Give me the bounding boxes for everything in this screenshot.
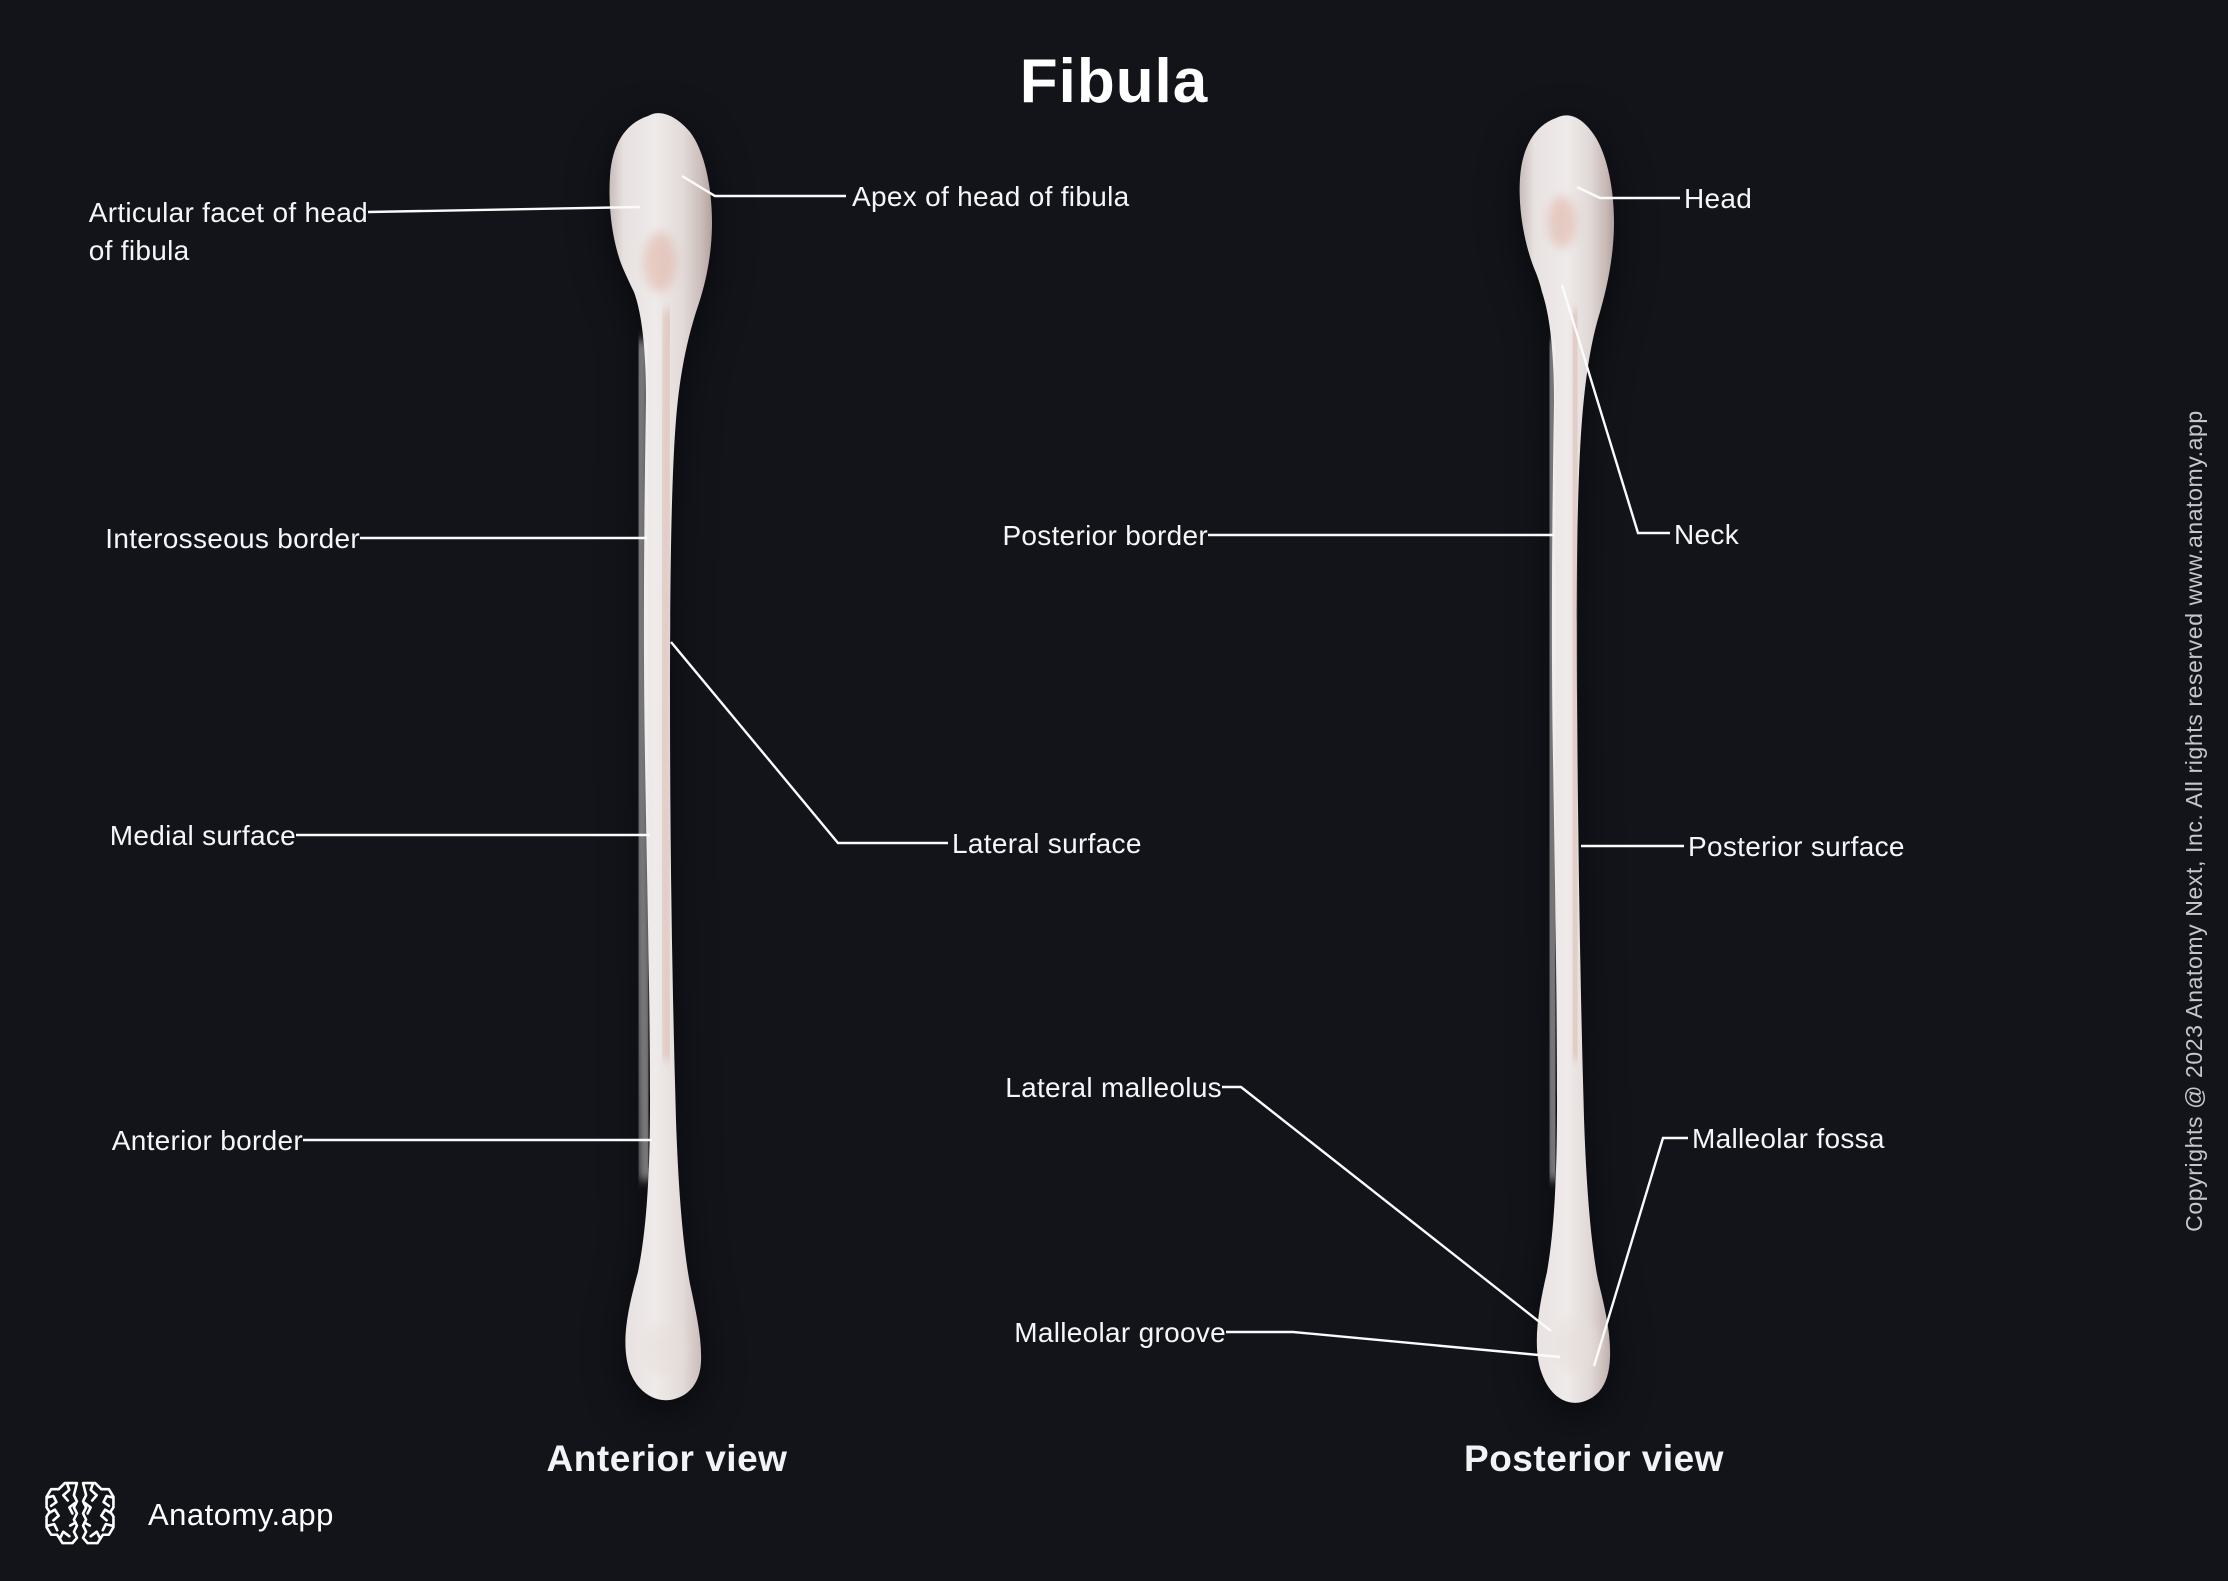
leader-line-articular-facet: [367, 205, 641, 214]
caption-posterior-view: Posterior view: [1464, 1438, 1724, 1479]
label-malleolar-groove: Malleolar groove: [1014, 1317, 1226, 1348]
label-neck: Neck: [1674, 519, 1739, 550]
label-anterior-border: Anterior border: [111, 1125, 303, 1156]
leader-line-neck: [1560, 284, 1670, 535]
caption-anterior-view: Anterior view: [546, 1438, 788, 1479]
posterior-fibula-bone: [1519, 115, 1614, 1403]
label-lateral-surface: Lateral surface: [952, 828, 1142, 859]
label-malleolar-fossa: Malleolar fossa: [1692, 1123, 1885, 1154]
leader-line-head: [1576, 185, 1680, 200]
leader-line-malleolar-groove: [1226, 1330, 1561, 1359]
page-title: Fibula: [1019, 47, 1209, 116]
label-lateral-malleolus: Lateral malleolus: [1005, 1072, 1222, 1103]
leader-line-apex: [681, 174, 846, 198]
logo-text: Anatomy.app: [148, 1497, 334, 1532]
label-articular-facet-of-head: Articular facet of head of fibula: [88, 197, 368, 266]
anterior-fibula-bone: [609, 113, 712, 1401]
label-interosseous-border: Interosseous border: [105, 523, 360, 554]
label-apex-of-head: Apex of head of fibula: [852, 181, 1130, 212]
anatomy-app-logo: Anatomy.app: [42, 1477, 334, 1553]
copyright-text: Copyrights @ 2023 Anatomy Next, Inc. All…: [2181, 410, 2207, 1232]
label-posterior-surface: Posterior surface: [1688, 831, 1905, 862]
brain-icon: [45, 1481, 115, 1545]
leader-line-lateral-malleolus: [1222, 1085, 1552, 1332]
leader-line-malleolar-fossa: [1592, 1136, 1688, 1367]
label-posterior-border: Posterior border: [1002, 520, 1208, 551]
label-head: Head: [1684, 183, 1753, 214]
leader-line-lateral-surface: [670, 641, 948, 845]
label-medial-surface: Medial surface: [109, 820, 296, 851]
